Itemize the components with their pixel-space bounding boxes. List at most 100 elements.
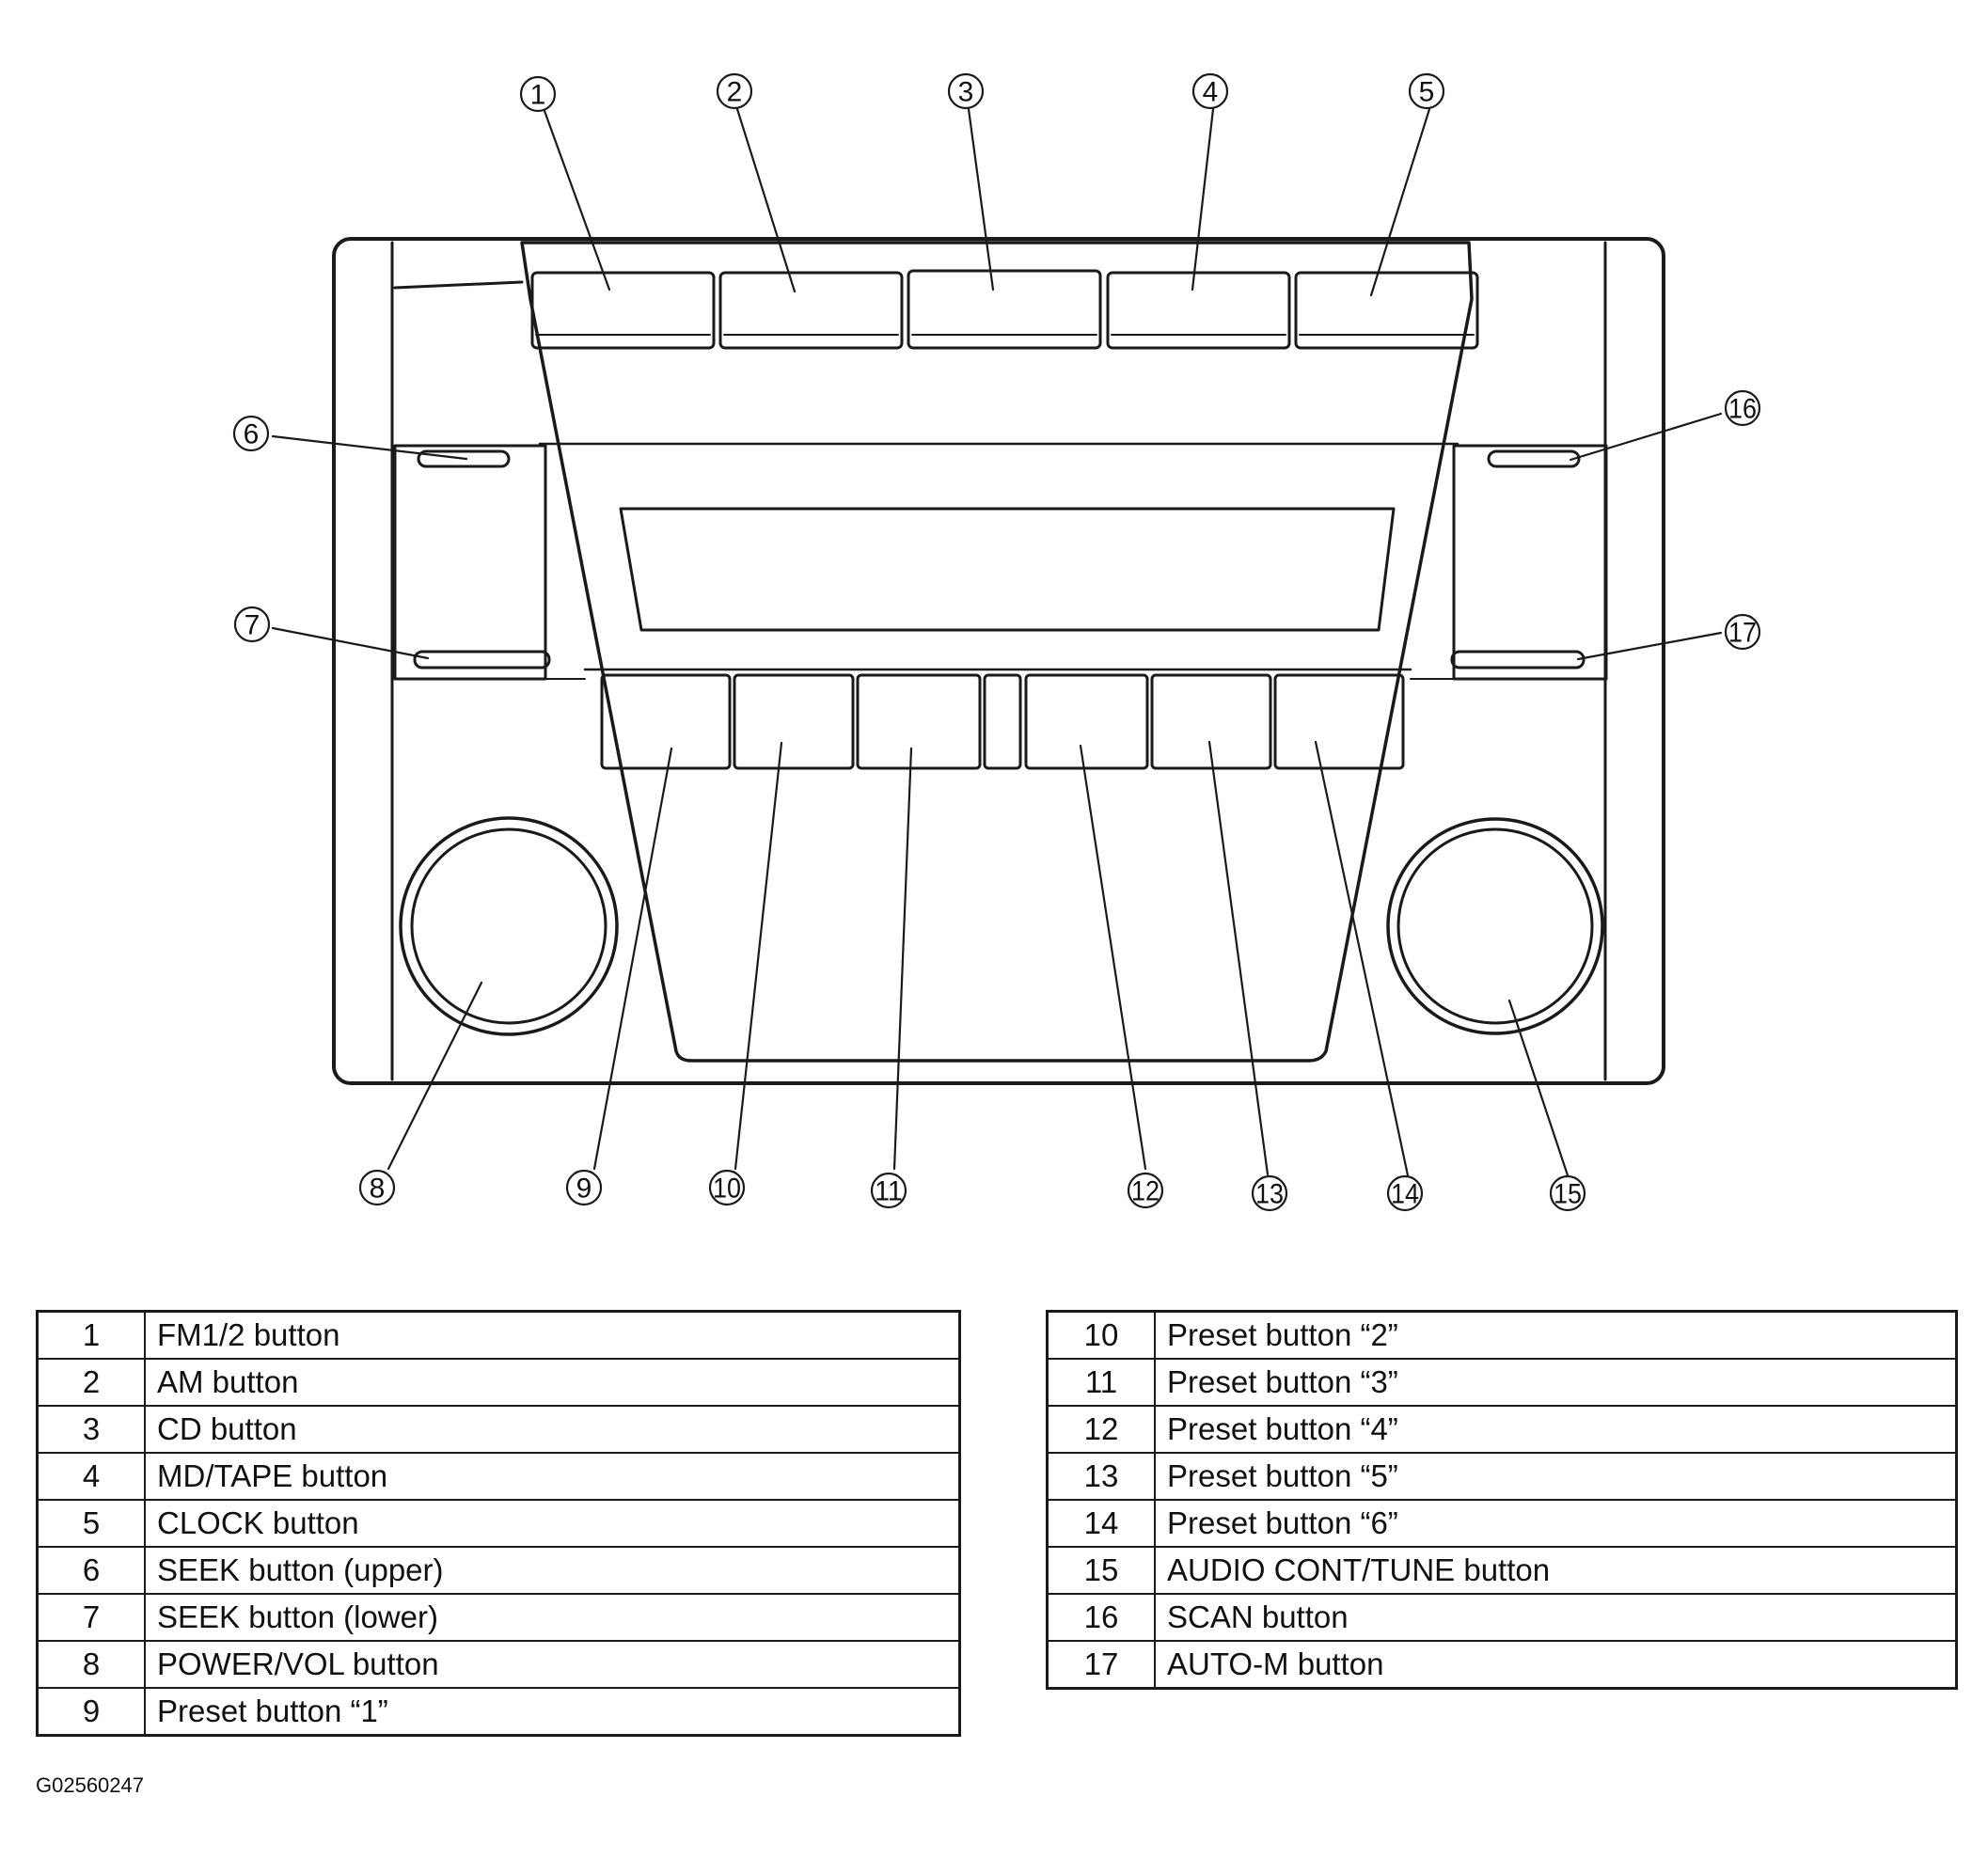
md-tape-button[interactable] (1106, 271, 1291, 350)
callout-circle (1724, 389, 1761, 427)
callout-number: 16 (1728, 394, 1757, 425)
legend-label: Preset button “1” (144, 1687, 961, 1737)
legend-number: 3 (36, 1405, 146, 1454)
callout-circle (947, 72, 985, 110)
callout-number: 2 (727, 77, 743, 108)
figure-id: G02560247 (36, 1773, 144, 1797)
preset-1-button[interactable] (600, 673, 732, 770)
preset-5-button[interactable] (1150, 673, 1272, 770)
callout-number: 5 (1419, 77, 1435, 108)
callout-circle (870, 1172, 907, 1209)
legend-label: Preset button “4” (1154, 1405, 1958, 1454)
callout-circle (1191, 72, 1229, 110)
callout-circle (1549, 1174, 1586, 1212)
legend-number: 1 (36, 1310, 146, 1360)
callout-circle (358, 1169, 396, 1206)
legend-number: 16 (1046, 1593, 1156, 1642)
callout-circle (1408, 72, 1445, 110)
seek-lower-button[interactable] (413, 650, 551, 670)
center-divider-button (983, 673, 1022, 770)
fm-button[interactable] (530, 271, 716, 350)
preset-6-button[interactable] (1273, 673, 1405, 770)
callout-number: 13 (1255, 1179, 1284, 1210)
callout-number: 6 (244, 419, 260, 450)
legend-number: 4 (36, 1452, 146, 1501)
left-seek-panel (393, 444, 547, 681)
legend-label: Preset button “6” (1154, 1499, 1958, 1548)
callout-number: 12 (1131, 1176, 1160, 1207)
legend-number: 8 (36, 1640, 146, 1689)
right-seek-panel (1452, 444, 1608, 681)
legend-number: 5 (36, 1499, 146, 1548)
legend-label: Preset button “2” (1154, 1310, 1958, 1360)
legend-label: SEEK button (lower) (144, 1593, 961, 1642)
callout-circle (1386, 1174, 1424, 1212)
radio-housing (332, 237, 1665, 1085)
legend-number: 12 (1046, 1405, 1156, 1454)
callout-circle (1724, 613, 1761, 651)
legend-label: SCAN button (1154, 1593, 1958, 1642)
callout-number: 7 (245, 610, 260, 641)
scan-button[interactable] (1487, 449, 1581, 468)
legend-label: CLOCK button (144, 1499, 961, 1548)
callout-circle (565, 1169, 603, 1206)
callout-number: 17 (1728, 618, 1757, 649)
clock-button[interactable] (1294, 271, 1479, 350)
auto-m-button[interactable] (1450, 650, 1586, 670)
legend-label: SEEK button (upper) (144, 1546, 961, 1595)
callout-number: 14 (1391, 1179, 1419, 1210)
preset-3-button[interactable] (856, 673, 982, 770)
cd-button[interactable] (907, 269, 1102, 350)
callout-number: 15 (1554, 1179, 1582, 1210)
legend-label: AUTO-M button (1154, 1640, 1958, 1690)
audio-cont-tune-knob[interactable] (1386, 817, 1604, 1035)
callout-circle (1251, 1174, 1288, 1212)
legend-label: FM1/2 button (144, 1310, 961, 1360)
legend-label: Preset button “5” (1154, 1452, 1958, 1501)
legend-number: 7 (36, 1593, 146, 1642)
legend-number: 11 (1046, 1358, 1156, 1407)
power-vol-knob[interactable] (399, 816, 619, 1036)
legend-label: MD/TAPE button (144, 1452, 961, 1501)
legend-number: 2 (36, 1358, 146, 1407)
legend-label: AM button (144, 1358, 961, 1407)
display-window (619, 507, 1396, 632)
preset-2-button[interactable] (733, 673, 855, 770)
legend-number: 6 (36, 1546, 146, 1595)
center-panel (520, 241, 1474, 1063)
legend-label: CD button (144, 1405, 961, 1454)
radio-faceplate-diagram: 1 2 3 4 5 6 7 8 9 10 11 12 13 14 15 16 1… (232, 72, 1761, 1212)
callout-circle (233, 606, 271, 643)
legend-number: 15 (1046, 1546, 1156, 1595)
legend-number: 17 (1046, 1640, 1156, 1690)
legend-label: POWER/VOL button (144, 1640, 961, 1689)
callout-number: 1 (530, 80, 546, 111)
callout-number: 8 (370, 1174, 386, 1205)
legend-number: 14 (1046, 1499, 1156, 1548)
am-button[interactable] (718, 271, 904, 350)
callout-circle (708, 1169, 746, 1206)
seek-upper-button[interactable] (417, 449, 511, 468)
callout-number: 3 (958, 77, 974, 108)
callout-number: 4 (1203, 77, 1219, 108)
preset-4-button[interactable] (1024, 673, 1149, 770)
callout-circle (716, 72, 753, 110)
